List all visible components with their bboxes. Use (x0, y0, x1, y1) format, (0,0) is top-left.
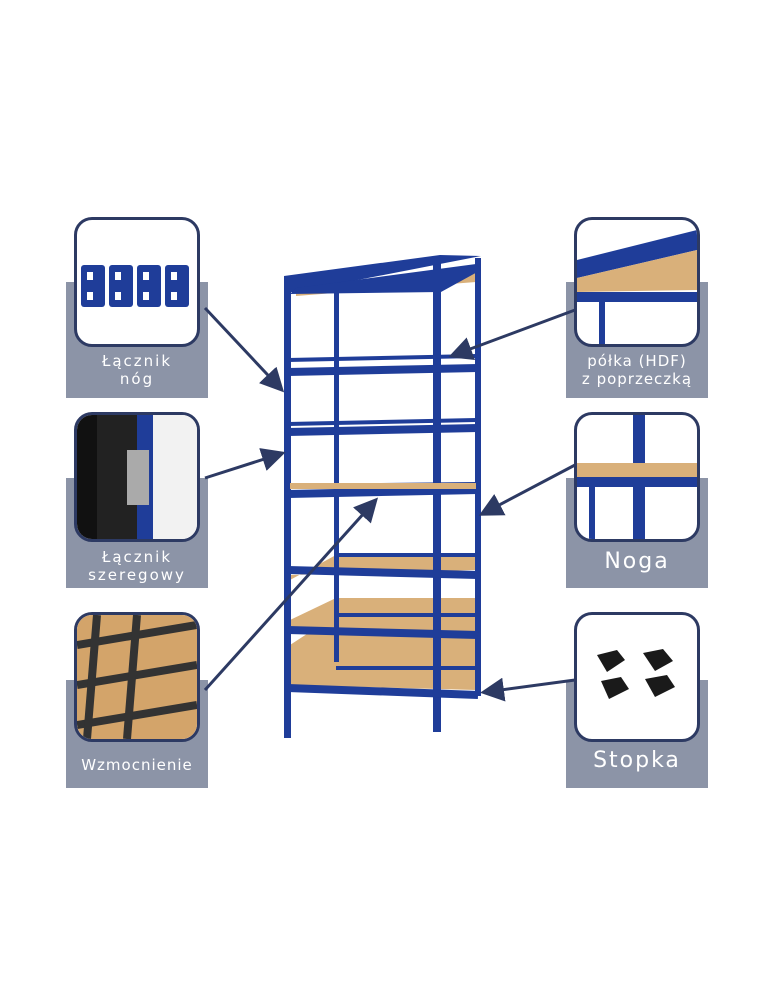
arrow-shelf (448, 308, 576, 360)
arrow-leg (478, 463, 576, 516)
label-foot: Stopka (593, 748, 681, 773)
arrow-series-connector (204, 448, 286, 480)
leg-connector-image (74, 217, 200, 347)
frame (284, 255, 481, 738)
foot-image (574, 612, 700, 742)
callout-arrows (203, 306, 576, 702)
shelf-image (574, 217, 700, 347)
series-connector-image (74, 412, 200, 542)
arrow-foot (480, 677, 576, 702)
shelf-beams (287, 364, 479, 699)
arrow-reinforcement (203, 497, 379, 692)
label-reinforcement: Wzmocnienie (81, 756, 193, 774)
label-shelf: półka (HDF) z poprzeczką (581, 352, 693, 388)
label-series-connector: Łącznik szeregowy (88, 548, 186, 584)
shelf-boards (290, 268, 476, 690)
label-leg-connector: Łącznik nóg (101, 352, 173, 388)
label-leg: Noga (604, 549, 670, 574)
arrow-leg-connector (203, 306, 285, 393)
reinforcement-image (74, 612, 200, 742)
leg-image (574, 412, 700, 542)
